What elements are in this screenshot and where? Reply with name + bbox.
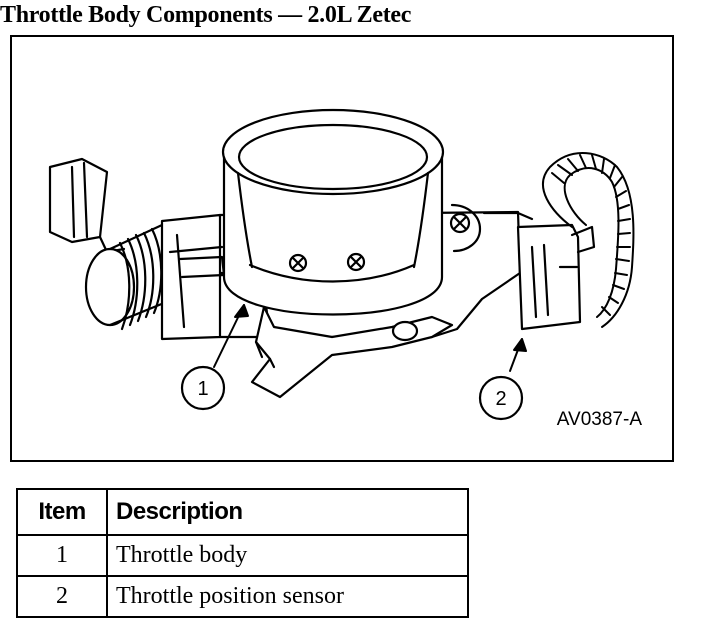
throttle-body-illustration: 1 2 AV0387-A	[10, 35, 674, 462]
callout-1-label: 1	[197, 378, 208, 400]
page-title: Throttle Body Components — 2.0L Zetec	[0, 2, 412, 28]
electrical-connector-left	[48, 157, 126, 254]
table-row: 1 Throttle body	[16, 534, 469, 577]
component-table: Item Description 1 Throttle body 2 Throt…	[16, 488, 469, 618]
throttle-bore	[221, 108, 445, 316]
figure-code: AV0387-A	[556, 409, 642, 430]
item-number: 1	[16, 534, 108, 577]
item-description: Throttle body	[106, 534, 469, 577]
column-header-item: Item	[16, 488, 108, 536]
table-header-row: Item Description	[16, 488, 469, 536]
mounting-flange	[250, 305, 454, 399]
wiring-harness	[542, 152, 635, 328]
callout-arrows	[213, 304, 527, 372]
table-row: 2 Throttle position sensor	[16, 575, 469, 618]
column-header-description: Description	[106, 488, 469, 536]
callout-1-circle	[180, 365, 226, 411]
throttle-position-sensor	[516, 223, 596, 331]
callout-2-label: 2	[495, 388, 506, 410]
throttle-body-drawing: 1 2	[48, 108, 635, 421]
item-number: 2	[16, 575, 108, 618]
throttle-spring	[84, 223, 166, 331]
callout-2-circle	[478, 375, 524, 421]
item-description: Throttle position sensor	[106, 575, 469, 618]
